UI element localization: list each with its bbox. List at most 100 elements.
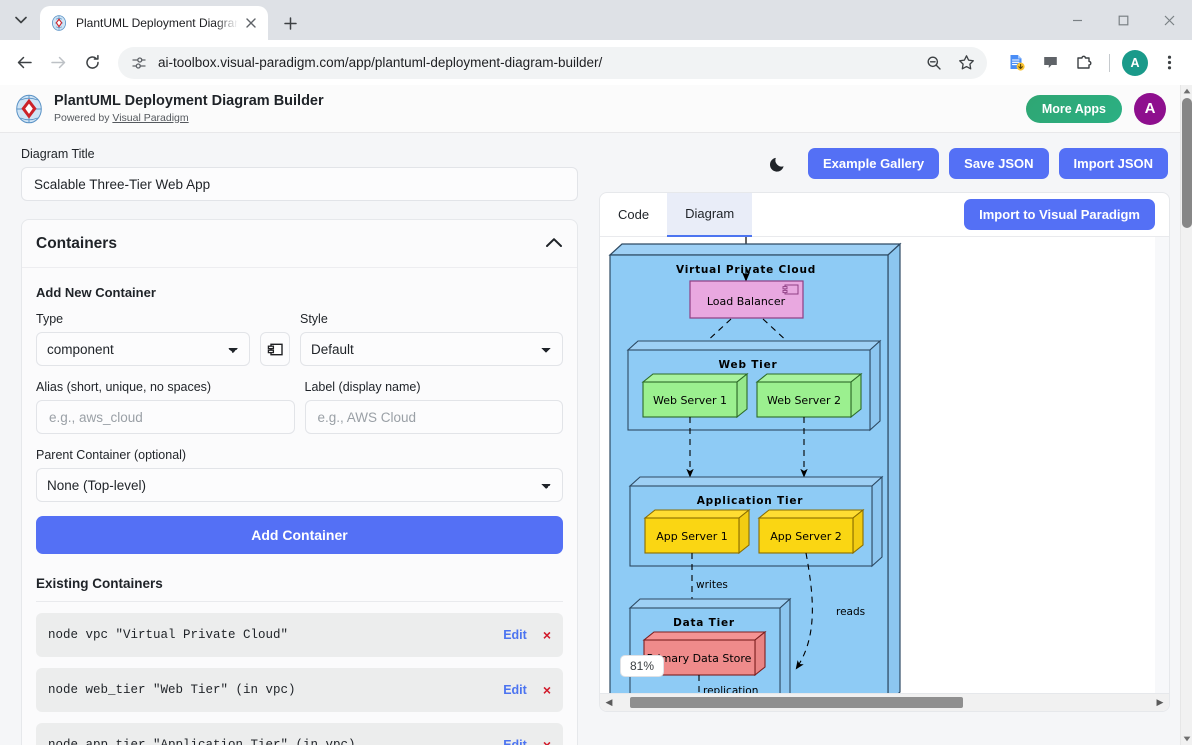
profile-avatar[interactable]: A xyxy=(1120,48,1150,78)
alias-field-group: Alias (short, unique, no spaces) xyxy=(36,380,295,434)
svg-text:Primary Data Store: Primary Data Store xyxy=(647,652,752,665)
browser-tab[interactable]: PlantUML Deployment Diagram xyxy=(40,6,268,40)
reload-icon[interactable] xyxy=(76,47,108,79)
containers-card-header[interactable]: Containers xyxy=(22,220,577,268)
extensions-puzzle-icon[interactable] xyxy=(1069,48,1099,78)
zoom-level-badge[interactable]: 81% xyxy=(620,655,665,677)
import-to-visual-paradigm-button[interactable]: Import to Visual Paradigm xyxy=(964,199,1155,230)
svg-text:Web Server 2: Web Server 2 xyxy=(767,394,841,407)
main-body: Diagram Title Containers Add New Contain… xyxy=(0,133,1180,745)
parent-field-group: Parent Container (optional) None (Top-le… xyxy=(36,448,563,502)
containers-card-body: Add New Container Type component xyxy=(22,268,577,745)
component-shape-icon[interactable] xyxy=(260,332,290,366)
diagram-title-label: Diagram Title xyxy=(21,147,95,161)
type-field-group: Type component xyxy=(36,312,250,366)
tab-code[interactable]: Code xyxy=(618,207,650,222)
address-bar[interactable]: ai-toolbox.visual-paradigm.com/app/plant… xyxy=(118,46,987,79)
star-icon[interactable] xyxy=(951,48,981,78)
svg-text:Web Server 1: Web Server 1 xyxy=(653,394,727,407)
example-gallery-button[interactable]: Example Gallery xyxy=(807,147,940,179)
diagram-horizontal-scrollbar[interactable]: ◀ ▶ xyxy=(600,693,1169,711)
powered-by-prefix: Powered by xyxy=(54,111,113,124)
minimize-icon[interactable] xyxy=(1054,0,1100,40)
add-container-button[interactable]: Add Container xyxy=(36,516,563,554)
delete-container-button[interactable]: × xyxy=(542,627,551,643)
page-viewport: PlantUML Deployment Diagram Builder Powe… xyxy=(0,85,1192,745)
edit-container-button[interactable]: Edit xyxy=(503,738,527,745)
svg-text:Web Tier: Web Tier xyxy=(719,359,778,371)
more-apps-button[interactable]: More Apps xyxy=(1025,94,1122,123)
zoom-out-icon[interactable] xyxy=(919,48,949,78)
app-branding: PlantUML Deployment Diagram Builder Powe… xyxy=(54,92,1026,124)
page-vertical-scrollbar[interactable] xyxy=(1180,85,1192,745)
existing-containers-heading: Existing Containers xyxy=(36,576,563,602)
add-new-container-heading: Add New Container xyxy=(36,285,156,300)
svg-text:App Server 1: App Server 1 xyxy=(656,530,728,543)
uml-diagram[interactable]: Virtual Private Cloud Load Balancer xyxy=(600,237,1169,693)
tab-search-chevron-down-icon[interactable] xyxy=(2,3,40,37)
type-label: Type xyxy=(36,312,64,326)
container-list-item[interactable]: node vpc "Virtual Private Cloud" Edit × xyxy=(36,613,563,657)
svg-text:writes: writes xyxy=(696,579,728,591)
style-field-group: Style Default xyxy=(300,312,563,366)
left-panel: Diagram Title Containers Add New Contain… xyxy=(0,133,599,745)
close-icon[interactable] xyxy=(242,14,260,32)
site-settings-icon[interactable] xyxy=(130,54,148,72)
profile-initial: A xyxy=(1122,49,1148,76)
import-json-button[interactable]: Import JSON xyxy=(1058,147,1168,179)
visual-paradigm-link[interactable]: Visual Paradigm xyxy=(112,111,189,124)
scroll-down-arrow-icon[interactable] xyxy=(1181,733,1192,745)
style-label: Style xyxy=(300,312,328,326)
app-title: PlantUML Deployment Diagram Builder xyxy=(54,92,324,109)
diagram-title-input[interactable] xyxy=(21,167,578,201)
type-select[interactable]: component xyxy=(36,332,250,366)
scroll-right-arrow-icon[interactable]: ▶ xyxy=(1156,697,1164,707)
display-label-input[interactable] xyxy=(304,400,563,434)
avatar[interactable]: A xyxy=(1134,92,1166,125)
toolbar-extensions: A xyxy=(995,48,1184,78)
document-save-icon[interactable] xyxy=(1001,48,1031,78)
parent-container-label: Parent Container (optional) xyxy=(36,448,187,462)
new-tab-plus-icon[interactable] xyxy=(276,9,304,37)
container-code: node vpc "Virtual Private Cloud" xyxy=(48,628,289,642)
style-select[interactable]: Default xyxy=(300,332,563,366)
page-content: PlantUML Deployment Diagram Builder Powe… xyxy=(0,85,1180,745)
alias-input[interactable] xyxy=(36,400,295,434)
scroll-up-arrow-icon[interactable] xyxy=(1181,85,1192,97)
containers-card: Containers Add New Container Type compon… xyxy=(21,219,578,745)
hscroll-track[interactable] xyxy=(616,697,1153,708)
panel-tabs: Code Diagram Import to Visual Paradigm xyxy=(600,193,1169,237)
type-style-row: Type component xyxy=(36,312,563,366)
window-controls xyxy=(1054,0,1192,40)
output-panel: Code Diagram Import to Visual Paradigm 8… xyxy=(599,192,1170,712)
delete-container-button[interactable]: × xyxy=(542,682,551,698)
url-text: ai-toolbox.visual-paradigm.com/app/plant… xyxy=(158,55,603,70)
svg-text:Data Tier: Data Tier xyxy=(673,617,735,629)
edit-container-button[interactable]: Edit xyxy=(503,628,527,642)
svg-text:App Server 2: App Server 2 xyxy=(770,530,842,543)
toolbar-divider xyxy=(1109,53,1110,72)
edit-container-button[interactable]: Edit xyxy=(503,683,527,697)
save-json-button[interactable]: Save JSON xyxy=(949,147,1049,179)
tab-diagram[interactable]: Diagram xyxy=(667,193,753,237)
container-list-item[interactable]: node web_tier "Web Tier" (in vpc) Edit × xyxy=(36,668,563,712)
window-close-icon[interactable] xyxy=(1146,0,1192,40)
delete-container-button[interactable]: × xyxy=(542,737,551,745)
back-arrow-icon[interactable] xyxy=(8,47,40,79)
svg-text:reads: reads xyxy=(836,606,865,618)
container-code: node web_tier "Web Tier" (in vpc) xyxy=(48,683,296,697)
page-scroll-thumb[interactable] xyxy=(1182,98,1192,228)
maximize-icon[interactable] xyxy=(1100,0,1146,40)
diagram-canvas[interactable]: 81% xyxy=(600,237,1169,693)
parent-container-select[interactable]: None (Top-level) xyxy=(36,468,563,502)
scroll-left-arrow-icon[interactable]: ◀ xyxy=(605,697,613,707)
moon-icon[interactable] xyxy=(766,150,792,176)
side-panel-icon[interactable] xyxy=(1035,48,1065,78)
chevron-up-icon[interactable] xyxy=(545,235,563,253)
visual-paradigm-favicon xyxy=(51,15,67,31)
three-dot-menu-icon[interactable] xyxy=(1154,48,1184,78)
container-code: node app_tier "Application Tier" (in vpc… xyxy=(48,738,356,745)
right-panel: Example Gallery Save JSON Import JSON Co… xyxy=(599,133,1180,745)
hscroll-thumb[interactable] xyxy=(630,697,963,708)
container-list-item[interactable]: node app_tier "Application Tier" (in vpc… xyxy=(36,723,563,745)
